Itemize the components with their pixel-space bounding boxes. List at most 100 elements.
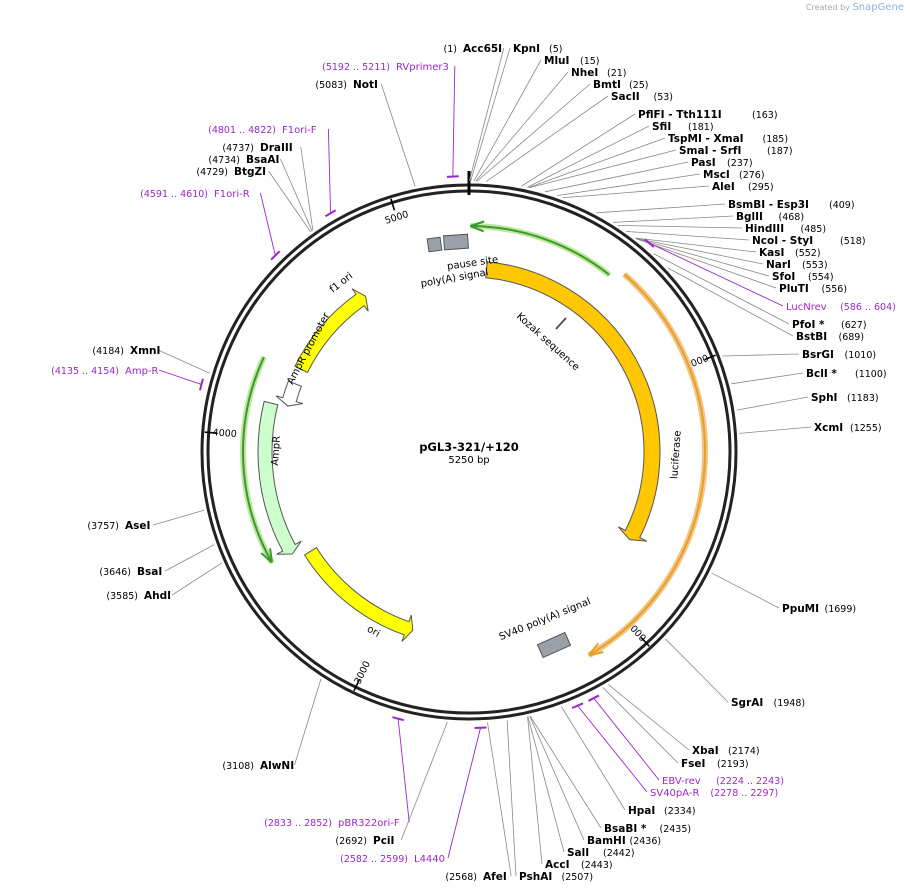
enzyme-bsmbi-esp3i: BsmBI - Esp3I bbox=[728, 199, 809, 211]
primer-range: (4135 .. 4154) bbox=[51, 366, 119, 377]
enzyme-bstbi: BstBI bbox=[796, 331, 827, 343]
primer-mark-amp-r bbox=[199, 378, 204, 391]
enzyme-position: (15) bbox=[580, 56, 600, 67]
feature-label-luciferase: luciferase bbox=[669, 430, 683, 479]
enzyme-position: (187) bbox=[767, 146, 793, 157]
enzyme-position: (4729) bbox=[196, 167, 228, 178]
primer-range: (4591 .. 4610) bbox=[140, 189, 208, 200]
leader-line-nhei bbox=[475, 71, 569, 182]
leader-line-kasi bbox=[635, 237, 757, 253]
inner-arrow-head bbox=[260, 548, 273, 564]
enzyme-position: (689) bbox=[839, 332, 865, 343]
enzyme-sphi: SphI bbox=[811, 392, 837, 404]
enzyme-position: (3646) bbox=[99, 567, 131, 578]
enzyme-position: (554) bbox=[808, 272, 834, 283]
feature-sv40-poly-a-signal bbox=[536, 631, 572, 659]
enzyme-afei: AfeI bbox=[483, 871, 507, 883]
enzyme-position: (237) bbox=[727, 158, 753, 169]
enzyme-pfoi: PfoI * bbox=[792, 319, 825, 331]
enzyme-position: (1010) bbox=[845, 350, 877, 361]
enzyme-acc65i: Acc65I bbox=[463, 43, 502, 55]
enzyme-position: (2443) bbox=[581, 860, 613, 871]
enzyme-position: (409) bbox=[829, 200, 855, 211]
plasmid-name: pGL3-321/+120 bbox=[419, 440, 519, 454]
plasmid-length: 5250 bp bbox=[448, 455, 489, 466]
leader-line-sgrai bbox=[665, 638, 729, 703]
primer-ebv-rev: EBV-rev bbox=[662, 776, 701, 787]
credit-prefix: Created by bbox=[805, 3, 850, 12]
leader-line-sacii bbox=[485, 95, 609, 182]
enzyme-alei: AleI bbox=[712, 181, 735, 193]
enzyme-msci: MscI bbox=[703, 169, 730, 181]
leader-line-afei bbox=[487, 722, 512, 877]
enzyme-bmti: BmtI bbox=[593, 79, 621, 91]
feature-f1-ori bbox=[294, 288, 369, 374]
primer-pbr322ori-f: pBR322ori-F bbox=[338, 818, 400, 829]
enzyme-position: (1183) bbox=[847, 393, 879, 404]
enzyme-position: (185) bbox=[763, 134, 789, 145]
enzyme-position: (1) bbox=[444, 44, 457, 55]
enzyme-bsai: BsaI bbox=[137, 566, 162, 578]
leader-line-kpni bbox=[470, 47, 511, 182]
enzyme-sfii: SfiI bbox=[652, 121, 671, 133]
enzyme-sali: SalI bbox=[567, 847, 589, 859]
tick-label: 5000 bbox=[384, 209, 410, 227]
primer-lucnrev: LucNrev bbox=[786, 302, 827, 313]
feature-label-f1-ori: f1 ori bbox=[328, 271, 355, 296]
primer-range: (2833 .. 2852) bbox=[264, 818, 332, 829]
enzyme-fsei: FseI bbox=[681, 758, 705, 770]
enzyme-position: (3585) bbox=[106, 591, 138, 602]
leader-line-mlui bbox=[473, 59, 542, 182]
features bbox=[257, 233, 661, 659]
enzyme-position: (518) bbox=[840, 236, 866, 247]
enzyme-kpni: KpnI bbox=[513, 43, 540, 55]
enzyme-position: (4184) bbox=[92, 346, 124, 357]
enzyme-position: (556) bbox=[822, 284, 848, 295]
primer-range: (2582 .. 2599) bbox=[340, 854, 408, 865]
enzyme-nhei: NheI bbox=[571, 67, 598, 79]
enzyme-position: (2568) bbox=[445, 872, 477, 883]
enzyme-position: (2174) bbox=[728, 746, 760, 757]
enzyme-bglii: BglII bbox=[736, 211, 763, 223]
leader-line-sali bbox=[527, 716, 565, 853]
enzyme-tspmi-xmai: TspMI - XmaI bbox=[668, 133, 744, 145]
enzyme-position: (1699) bbox=[825, 604, 857, 615]
primer-l4440: L4440 bbox=[414, 854, 445, 865]
enzyme-position: (3108) bbox=[222, 761, 254, 772]
leader-line-sfoi bbox=[635, 238, 770, 277]
enzyme-position: (2435) bbox=[660, 824, 692, 835]
leader-line-bsaai bbox=[280, 158, 313, 232]
enzyme-xbai: XbaI bbox=[692, 745, 719, 757]
inner-arrow-head bbox=[469, 220, 485, 233]
leader-line-acc65i bbox=[468, 47, 505, 182]
enzyme-bsrgi: BsrGI bbox=[802, 349, 834, 361]
feature-ampr-promoter bbox=[275, 380, 303, 407]
feature-poly-a-signal bbox=[426, 236, 443, 253]
enzyme-position: (2507) bbox=[562, 872, 594, 883]
enzyme-nari: NarI bbox=[766, 259, 791, 271]
leader-line-bsai bbox=[165, 544, 215, 572]
tick-label: 4000 bbox=[212, 427, 237, 440]
enzyme-position: (1948) bbox=[774, 698, 806, 709]
leader-line-xmni bbox=[158, 349, 210, 374]
inner-arrow-head bbox=[588, 642, 604, 657]
leader-line-btgzi bbox=[268, 170, 312, 233]
primer-mark-ebv-rev bbox=[588, 694, 600, 702]
leader-line-pflfi-tth111i bbox=[521, 113, 636, 187]
enzyme-xcmi: XcmI bbox=[814, 422, 843, 434]
leader-line-smai-srfi bbox=[529, 149, 677, 189]
leader-line-tspmi-xmai bbox=[528, 137, 666, 188]
primer-rvprimer3: RVprimer3 bbox=[396, 62, 449, 73]
leader-line-pfoi bbox=[653, 253, 790, 325]
enzyme-position: (3757) bbox=[87, 521, 119, 532]
leader-line-noti bbox=[380, 83, 416, 187]
leader-line-alwni bbox=[294, 678, 322, 766]
leader-line-msci bbox=[556, 173, 701, 197]
enzyme-position: (21) bbox=[607, 68, 627, 79]
primer-line-l4440 bbox=[447, 727, 481, 859]
enzyme-alwni: AlwNI bbox=[260, 760, 294, 772]
inner-arrows bbox=[240, 220, 708, 658]
tick-mark-3000 bbox=[353, 679, 360, 692]
leader-line-acci bbox=[527, 716, 543, 865]
enzyme-position: (1255) bbox=[850, 423, 882, 434]
